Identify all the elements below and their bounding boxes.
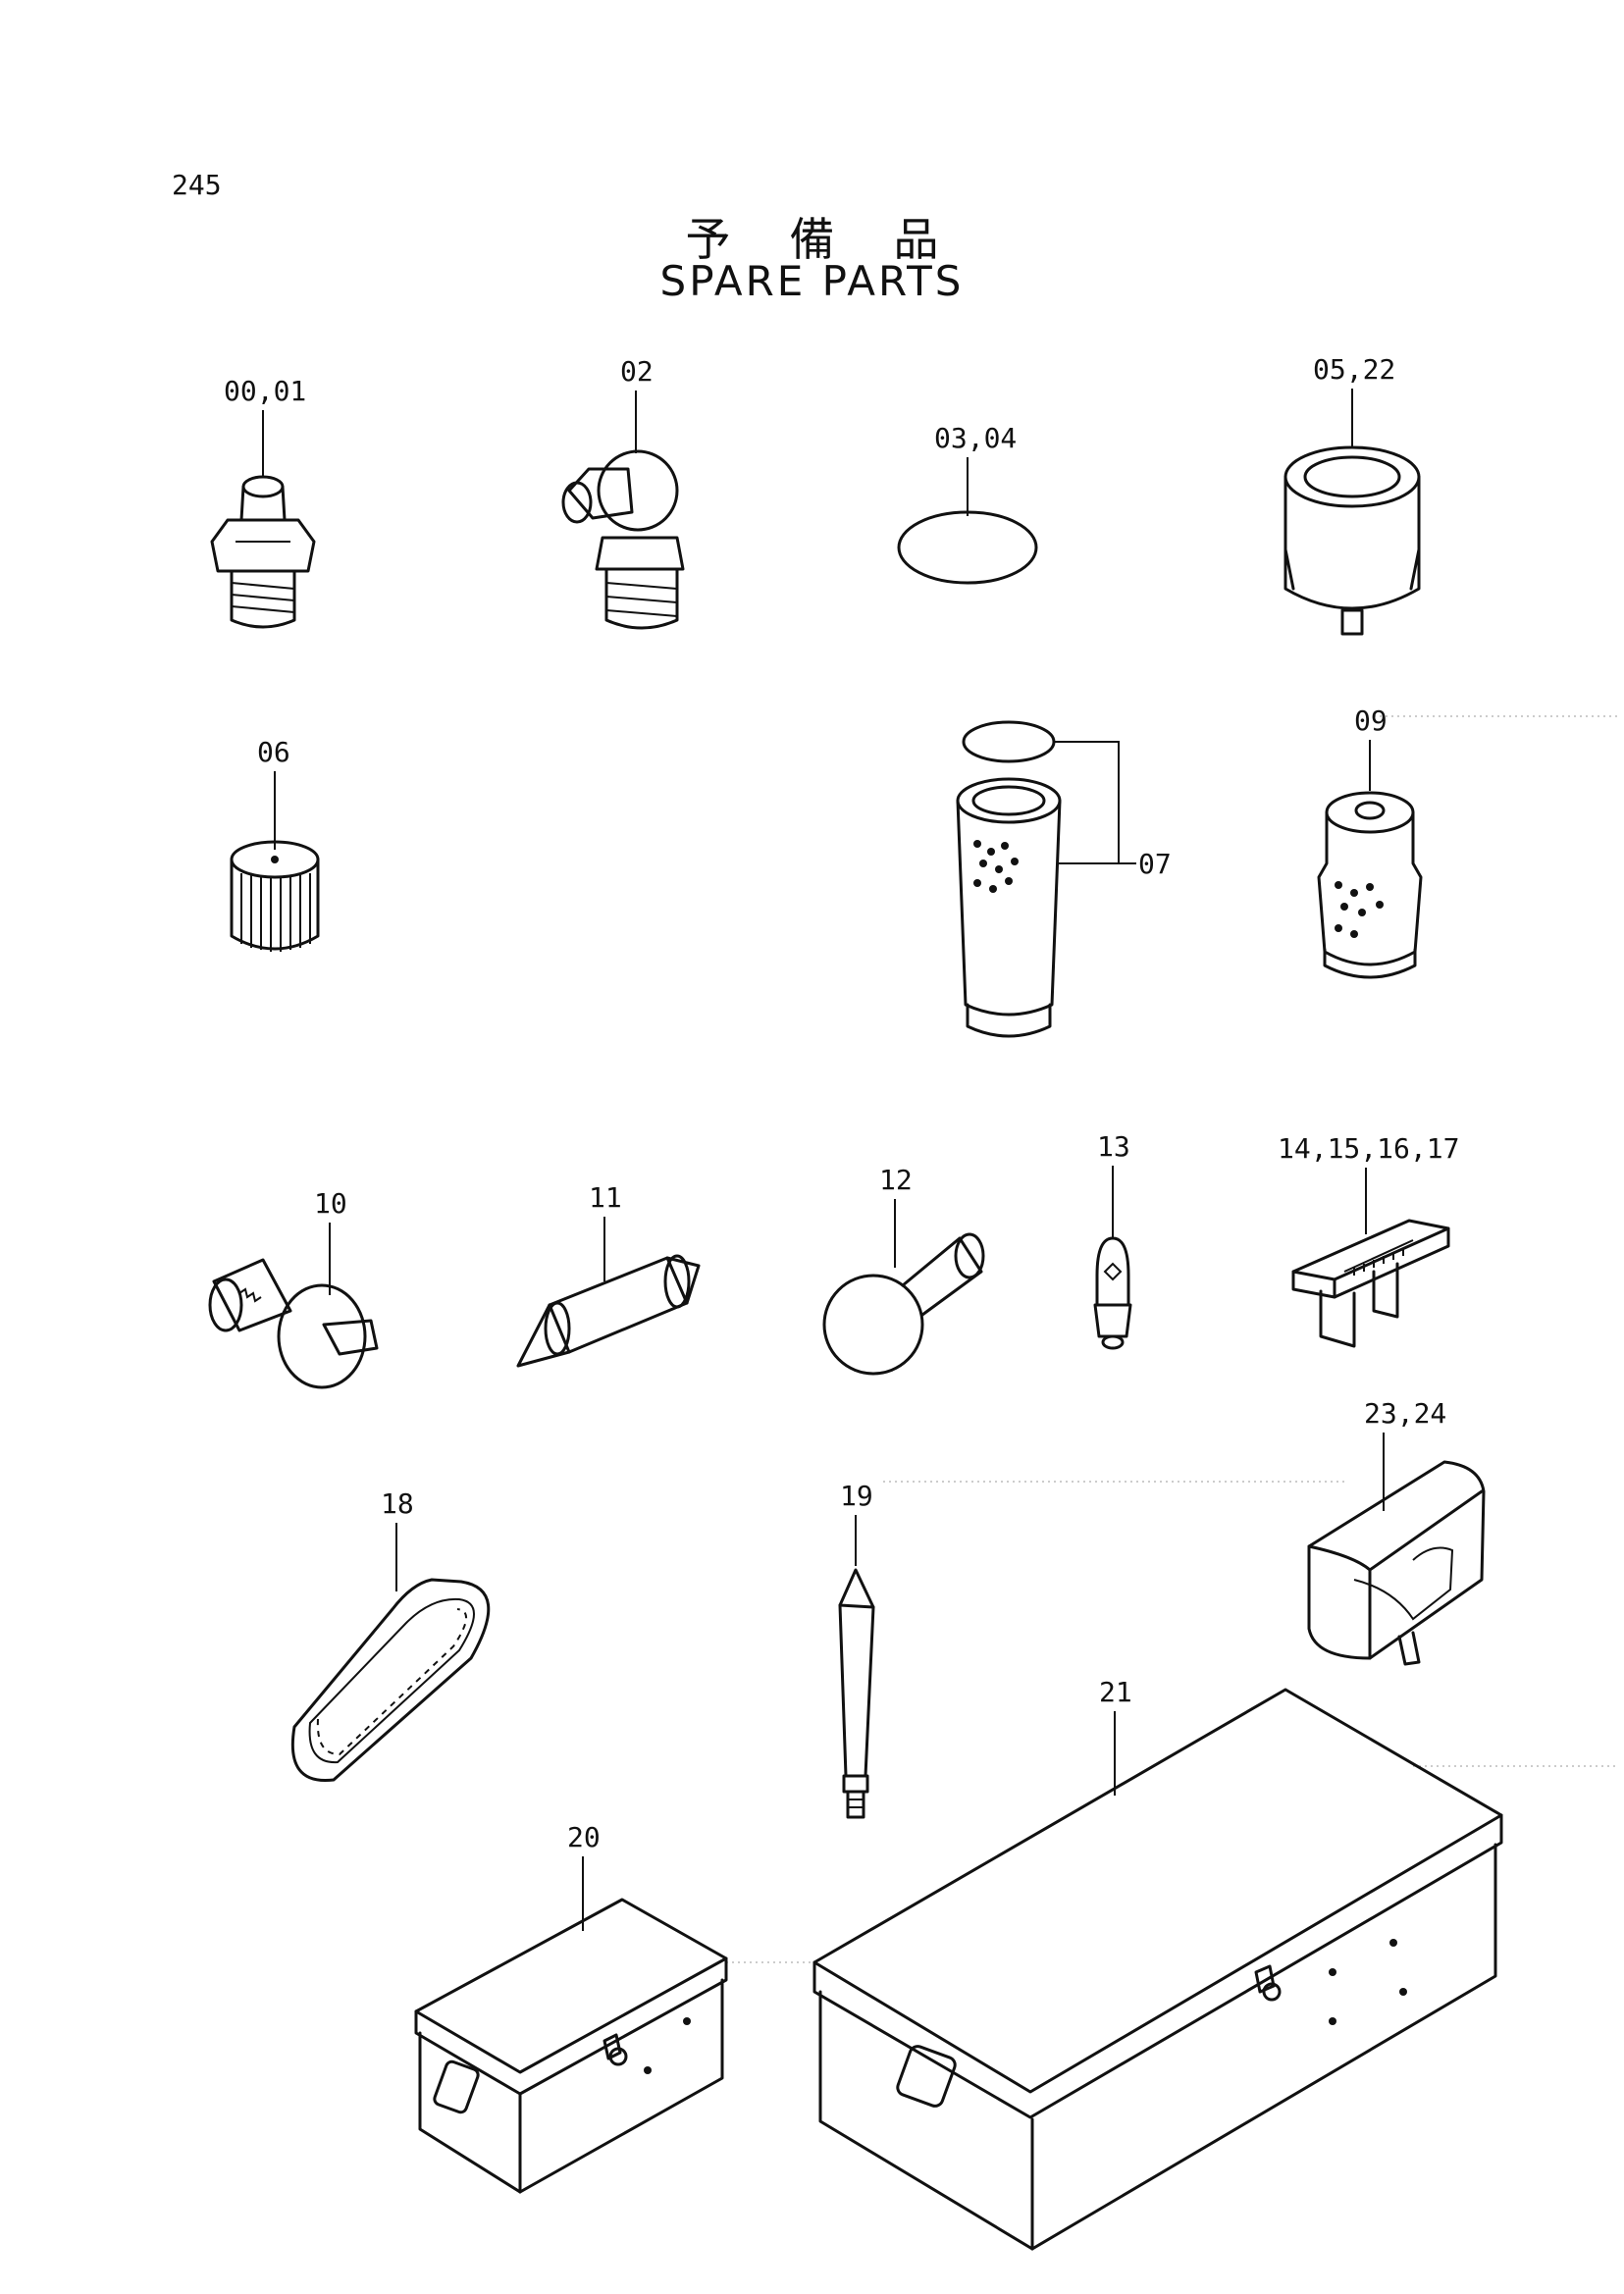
part-21-large-tool-box: 21 — [812, 1676, 1503, 2251]
page-title-english: SPARE PARTS — [659, 257, 965, 305]
callout-12: 12 — [879, 1164, 913, 1196]
callout-14-17: 14,15,16,17 — [1278, 1132, 1459, 1165]
callout-18: 18 — [381, 1487, 414, 1520]
part-00-01-grease-nipple: 00,01 — [210, 375, 316, 629]
callout-10: 10 — [314, 1187, 347, 1220]
callout-03-04: 03,04 — [934, 422, 1017, 454]
callout-13: 13 — [1097, 1130, 1130, 1163]
page-number: 245 — [172, 169, 222, 201]
part-11-festoon-bulb: 11 — [516, 1181, 701, 1368]
callout-00-01: 00,01 — [224, 375, 306, 407]
part-14-17-fuse: 14,15,16,17 — [1278, 1132, 1459, 1348]
part-02-angled-grease-nipple: 02 — [561, 355, 685, 630]
part-12-bulb: 12 — [822, 1164, 985, 1376]
part-07-filter-with-o-ring: 07 — [956, 720, 1172, 1038]
part-06-strainer: 06 — [230, 736, 320, 952]
callout-23-24: 23,24 — [1364, 1397, 1446, 1430]
callout-20: 20 — [567, 1821, 601, 1853]
part-09-small-filter: 09 — [1317, 704, 1423, 979]
callout-11: 11 — [589, 1181, 622, 1214]
part-18-timing-belt: 18 — [290, 1487, 491, 1783]
callout-05-22: 05,22 — [1313, 353, 1395, 386]
part-05-22-filter: 05,22 — [1283, 353, 1421, 636]
part-03-04-o-ring: 03,04 — [897, 422, 1038, 585]
callout-09: 09 — [1354, 704, 1388, 737]
part-13-wedge-bulb: 13 — [1093, 1130, 1132, 1350]
callout-07: 07 — [1138, 848, 1172, 880]
page-title-japanese: 予備品 — [685, 213, 998, 266]
callout-06: 06 — [257, 736, 290, 768]
callout-19: 19 — [840, 1480, 873, 1512]
part-10-lamp-socket: 10 — [208, 1187, 379, 1389]
part-23-24-work-lamp: 23,24 — [1307, 1397, 1486, 1666]
callout-21: 21 — [1099, 1676, 1132, 1708]
callout-02: 02 — [620, 355, 654, 388]
part-19-tool: 19 — [838, 1480, 875, 1819]
part-20-small-tool-box: 20 — [414, 1821, 728, 2194]
